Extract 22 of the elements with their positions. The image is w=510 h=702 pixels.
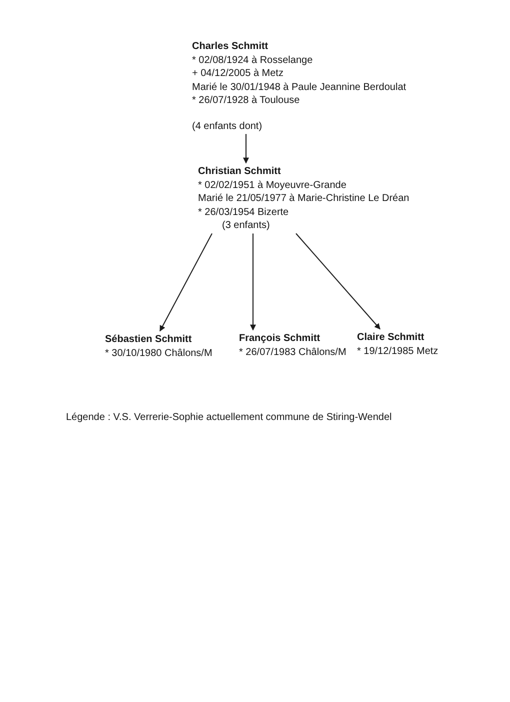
spouse-birth-text: * 26/03/1954 Bizerte bbox=[198, 206, 289, 219]
life-event-text: * 30/10/1980 Châlons/M bbox=[105, 346, 212, 360]
person-name: Claire Schmitt bbox=[357, 331, 424, 344]
life-event-text: Marié le 30/01/1948 à Paule Jeannine Berdoulat bbox=[192, 80, 406, 94]
children-count-note: (3 enfants) bbox=[222, 219, 270, 232]
children-count-note: (4 enfants dont) bbox=[192, 120, 262, 133]
life-event-text: * 02/02/1951 à Moyeuvre-Grande bbox=[198, 178, 346, 192]
arrow bbox=[296, 233, 380, 330]
life-event-text: * 02/08/1924 à Rosselange bbox=[192, 54, 313, 67]
arrow bbox=[160, 233, 212, 332]
life-event-text: Marié le 21/05/1977 à Marie-Christine Le Dréan bbox=[198, 192, 410, 206]
person-name: Christian Schmitt bbox=[198, 165, 281, 178]
legend-note: Légende : V.S. Verrerie-Sophie actuellement commune de Stiring-Wendel bbox=[66, 411, 392, 424]
life-event-text: * 26/07/1928 à Toulouse bbox=[192, 94, 300, 108]
person-name: François Schmitt bbox=[239, 332, 320, 346]
arrow bbox=[243, 134, 249, 164]
life-event-text: * 26/07/1983 Châlons/M bbox=[239, 346, 346, 359]
person-name: Charles Schmitt bbox=[192, 40, 268, 54]
life-event-text: + 04/12/2005 à Metz bbox=[192, 67, 284, 80]
person-name: Sébastien Schmitt bbox=[105, 333, 192, 346]
arrow bbox=[250, 233, 256, 331]
life-event-text: * 19/12/1985 Metz bbox=[357, 344, 438, 358]
